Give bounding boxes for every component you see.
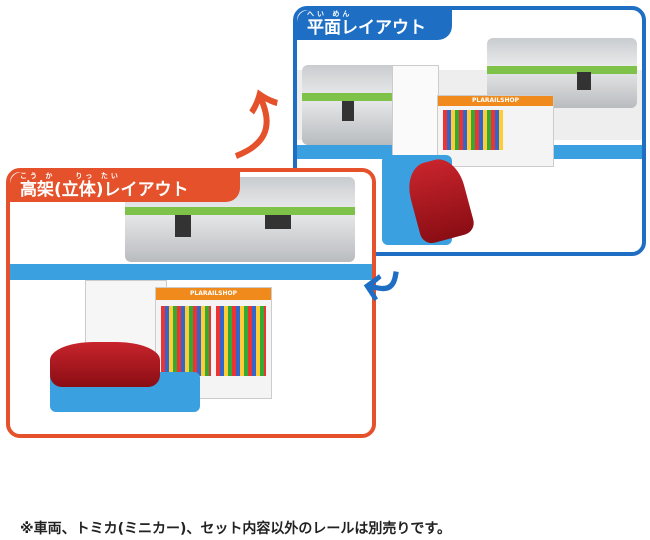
caption: ※車両、トミカ(ミニカー)、セット内容以外のレールは別売りです。 bbox=[20, 521, 452, 537]
ruby: へい めん bbox=[307, 10, 353, 18]
shop: PLARAILSHOP bbox=[437, 95, 554, 167]
shop-sign: PLARAILSHOP bbox=[438, 96, 553, 106]
shop-sign: PLARAILSHOP bbox=[156, 288, 271, 300]
tunnel bbox=[392, 65, 439, 167]
elevated-rail bbox=[10, 264, 372, 280]
tab-title: 高架(立体)レイアウト bbox=[20, 180, 189, 200]
curved-arrow-up-icon: ⤴ bbox=[214, 81, 296, 169]
flat-layout-tab: へい めん 平面レイアウト bbox=[297, 10, 452, 40]
elevated-layout-panel: PLARAILSHOP こう か りっ たい 高架(立体)レイアウト bbox=[6, 168, 376, 438]
shop: PLARAILSHOP bbox=[155, 287, 272, 399]
flat-layout-panel: PLARAILSHOP へい めん 平面レイアウト bbox=[293, 6, 646, 256]
tab-title: 平面レイアウト bbox=[307, 18, 426, 38]
elevated-layout-tab: こう か りっ たい 高架(立体)レイアウト bbox=[10, 172, 240, 202]
red-car bbox=[50, 342, 160, 387]
ruby: こう か りっ たい bbox=[20, 172, 121, 180]
